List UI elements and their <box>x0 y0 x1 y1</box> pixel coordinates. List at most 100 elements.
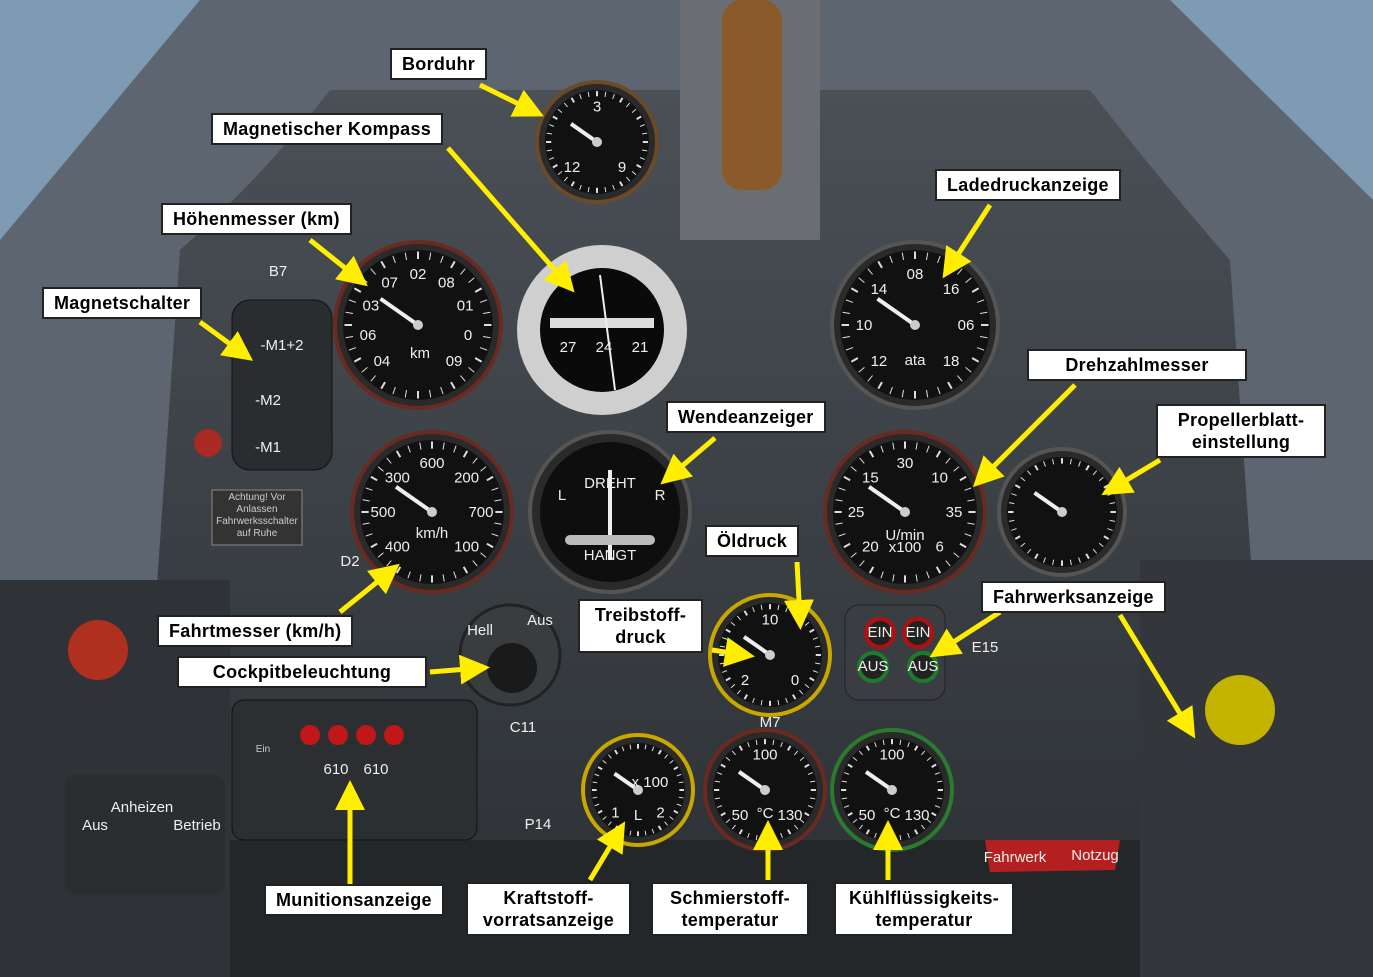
tick <box>752 606 755 613</box>
tick <box>486 475 494 482</box>
tick <box>804 763 810 768</box>
label-magnetschalter: Magnetschalter <box>42 287 203 319</box>
tick <box>945 457 951 464</box>
gauge-label: Aus <box>82 817 108 834</box>
gauge-label: -M1 <box>255 439 281 456</box>
tick <box>907 832 910 839</box>
gauge-label: 35 <box>946 504 963 521</box>
tick <box>587 186 590 193</box>
gauge-label: 06 <box>958 317 975 334</box>
tick <box>644 830 647 836</box>
callout-arrow <box>972 383 1077 488</box>
tick <box>877 260 883 269</box>
tick <box>491 487 499 491</box>
label-text: temperatur <box>681 910 779 930</box>
tick <box>794 824 799 830</box>
altimeter-gauge-needle <box>379 297 420 327</box>
tick <box>353 357 362 363</box>
tick <box>931 812 937 817</box>
tick <box>877 381 883 390</box>
gauge-label: 30 <box>897 455 914 472</box>
tick <box>915 442 918 450</box>
gauge-label: AUS <box>858 658 889 675</box>
ammo-lamp <box>300 725 320 745</box>
compass-card <box>550 318 654 328</box>
tick <box>345 311 354 315</box>
tick <box>614 749 619 755</box>
tick <box>440 255 444 264</box>
tick <box>1098 542 1104 548</box>
tick <box>921 750 926 756</box>
gauge-label: km/h <box>416 525 449 542</box>
tick <box>874 741 877 748</box>
tick <box>377 552 384 558</box>
ammo-lamp <box>328 725 348 745</box>
tick <box>725 677 731 682</box>
coolant-temp-gauge-hub <box>887 785 897 795</box>
label-text: Wendeanzeiger <box>678 407 814 427</box>
tick <box>557 108 563 113</box>
tick <box>460 268 466 275</box>
tick <box>474 357 483 363</box>
tick <box>641 132 648 135</box>
tick <box>1109 502 1116 505</box>
tick <box>370 375 376 382</box>
tick <box>926 756 932 761</box>
tick <box>669 816 674 820</box>
tick <box>921 824 926 830</box>
tick <box>494 522 502 525</box>
tick <box>419 442 422 450</box>
tick <box>841 797 848 800</box>
tick <box>799 756 805 761</box>
tick <box>914 829 919 835</box>
tick <box>1043 557 1046 563</box>
tick <box>664 821 668 826</box>
gauge-label: 12 <box>564 159 581 176</box>
tick <box>604 186 607 193</box>
tick <box>814 662 821 665</box>
label-text: Drehzahlmesser <box>1065 355 1209 375</box>
tick <box>1034 464 1039 471</box>
callout-arrow <box>478 82 544 117</box>
tick <box>1020 476 1026 482</box>
panel-stencil: P14 <box>525 816 552 833</box>
gauge-label: 16 <box>943 281 960 298</box>
tick <box>361 367 368 373</box>
tick <box>1069 559 1072 566</box>
tick <box>845 299 854 303</box>
tick <box>579 93 582 100</box>
tick <box>1011 528 1017 531</box>
tick <box>892 574 895 582</box>
tick <box>867 375 873 382</box>
tick <box>676 773 682 777</box>
tick <box>964 487 972 491</box>
gauge-label: 130 <box>904 807 929 824</box>
tick <box>807 772 814 775</box>
gauge-label: 2 <box>741 672 749 689</box>
gear-panel <box>844 604 946 701</box>
tick <box>664 754 668 759</box>
label-oeldruck: Öldruck <box>705 525 800 557</box>
tick <box>714 797 721 800</box>
tick <box>731 824 736 830</box>
label-hoehenmesser: Höhenmesser (km) <box>161 203 352 235</box>
tick <box>1026 548 1032 554</box>
gauge-label: L <box>558 487 566 504</box>
gauge-label: 610 <box>323 761 348 778</box>
tick <box>889 386 893 395</box>
tick <box>935 566 942 574</box>
callout-arrow <box>338 563 400 614</box>
gauge-label: 25 <box>848 504 865 521</box>
tick <box>1092 470 1098 476</box>
callout-arrow <box>446 146 575 293</box>
tick <box>730 621 736 626</box>
tick <box>841 780 848 783</box>
label-propeller: Propellerblatt-einstellung <box>1156 404 1326 458</box>
tick <box>407 571 411 579</box>
tick <box>777 699 780 706</box>
label-text: Magnetischer Kompass <box>223 119 432 139</box>
